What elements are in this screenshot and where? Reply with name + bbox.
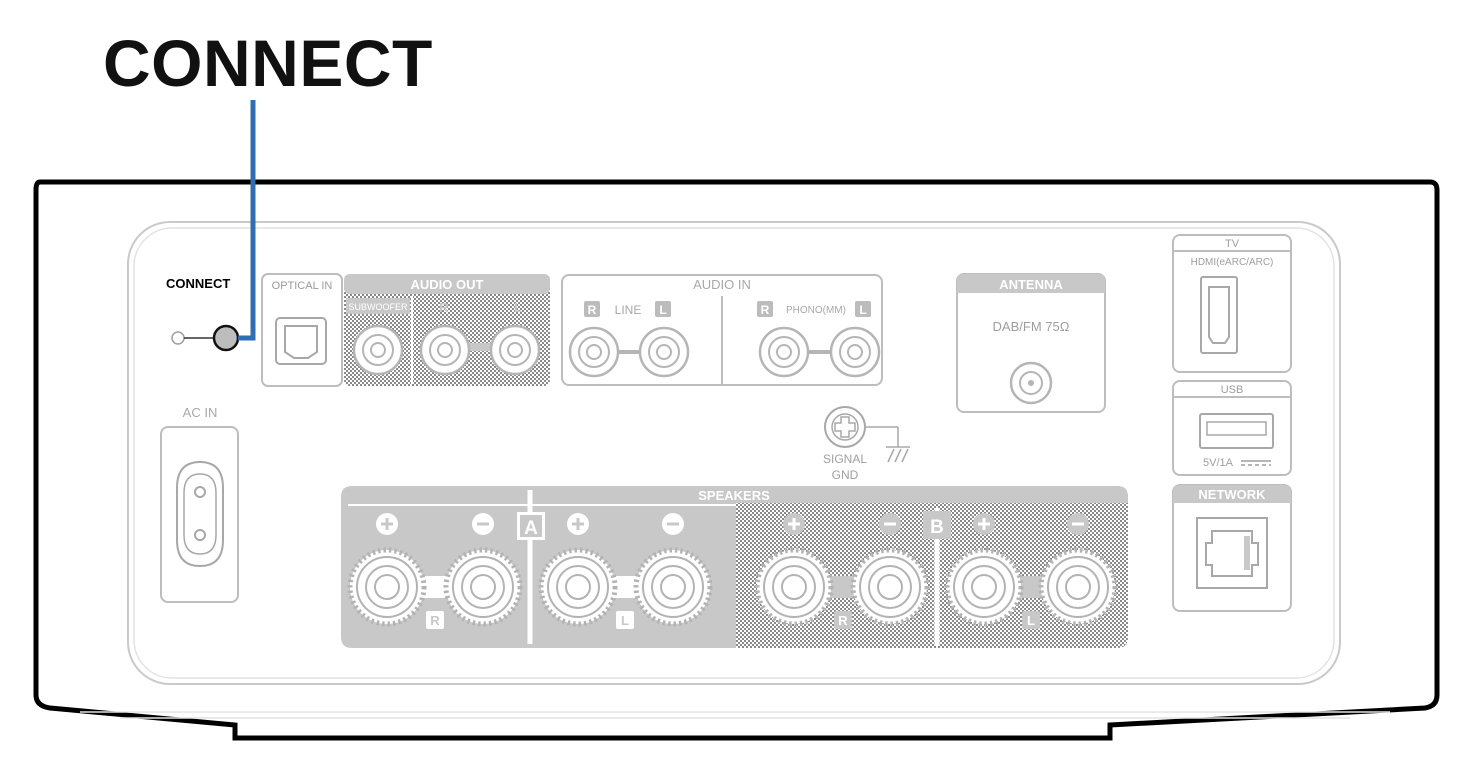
speakers-label: SPEAKERS	[698, 488, 770, 503]
audio-out-label: AUDIO OUT	[411, 277, 484, 292]
speaker-a-r-minus-terminal[interactable]	[443, 547, 523, 627]
plus-icon	[973, 513, 995, 535]
usb-port[interactable]	[1199, 413, 1274, 449]
phono-in-r-jack[interactable]	[758, 326, 810, 378]
line-in-l-jack[interactable]	[638, 326, 690, 378]
plus-icon	[783, 513, 805, 535]
ac-in-socket[interactable]	[176, 460, 224, 568]
gnd-label: GND	[832, 468, 859, 482]
connect-button[interactable]	[212, 324, 240, 352]
speaker-a-l-minus-terminal[interactable]	[633, 547, 713, 627]
signal-label: SIGNAL	[823, 452, 867, 466]
audio-out-r-label: R	[439, 300, 449, 315]
minus-icon	[472, 513, 494, 535]
antenna-jack[interactable]	[1009, 361, 1053, 405]
inner-panel	[127, 221, 1341, 685]
audio-in-label: AUDIO IN	[693, 277, 751, 292]
ac-in-label: AC IN	[183, 405, 218, 420]
audio-out-l-label: L	[514, 300, 522, 315]
speaker-b-r-plus-terminal[interactable]	[754, 547, 834, 627]
speakers-group-b	[736, 486, 1128, 648]
speaker-a-l-label: L	[621, 613, 629, 628]
speaker-a-r-plus-terminal[interactable]	[347, 547, 427, 627]
line-in-r-jack[interactable]	[568, 326, 620, 378]
network-port[interactable]	[1196, 517, 1268, 589]
group-a-label: A	[524, 518, 538, 539]
tv-label: TV	[1225, 238, 1240, 250]
speaker-a-r-label: R	[430, 613, 440, 628]
phono-in-l-jack[interactable]	[829, 326, 881, 378]
minus-icon	[1067, 513, 1089, 535]
connect-button-label: CONNECT	[166, 276, 230, 291]
antenna-label: ANTENNA	[999, 277, 1063, 292]
phono-r-label: R	[761, 303, 770, 317]
optical-in-label: OPTICAL IN	[272, 280, 333, 292]
speaker-a-l-plus-terminal[interactable]	[538, 547, 618, 627]
ground-icon	[865, 426, 910, 463]
leader-line	[238, 100, 256, 341]
audio-out-r-jack[interactable]	[419, 324, 471, 376]
speaker-b-r-minus-terminal[interactable]	[850, 547, 930, 627]
speaker-b-l-label: L	[1027, 613, 1035, 628]
minus-icon	[879, 513, 901, 535]
speakers-group-a	[341, 486, 736, 648]
phono-l-label: L	[859, 303, 866, 317]
line-label: LINE	[615, 303, 642, 317]
plus-icon	[376, 513, 398, 535]
audio-out-l-jack[interactable]	[489, 324, 541, 376]
plus-icon	[567, 513, 589, 535]
speaker-b-r-label: R	[838, 613, 848, 628]
line-r-label: R	[588, 303, 597, 317]
optical-in-port[interactable]	[275, 317, 327, 365]
subwoofer-jack[interactable]	[352, 324, 404, 376]
subwoofer-label: SUBWOOFER	[348, 302, 408, 312]
group-b-label: B	[930, 517, 944, 538]
minus-icon	[662, 513, 684, 535]
line-l-label: L	[659, 303, 666, 317]
connect-indicator-led	[171, 331, 185, 345]
bottom-vents	[80, 711, 1390, 719]
usb-label: USB	[1221, 384, 1244, 396]
hdmi-port[interactable]	[1200, 276, 1238, 354]
phono-label: PHONO(MM)	[786, 305, 846, 316]
network-label: NETWORK	[1198, 487, 1266, 502]
hdmi-label: HDMI(eARC/ARC)	[1191, 257, 1274, 268]
speaker-b-l-plus-terminal[interactable]	[944, 547, 1024, 627]
antenna-spec-label: DAB/FM 75Ω	[993, 319, 1070, 334]
usb-spec-label: 5V/1A	[1203, 457, 1234, 469]
callout-title: CONNECT	[103, 26, 433, 100]
speaker-b-l-minus-terminal[interactable]	[1038, 547, 1118, 627]
signal-gnd-terminal[interactable]	[824, 406, 866, 448]
